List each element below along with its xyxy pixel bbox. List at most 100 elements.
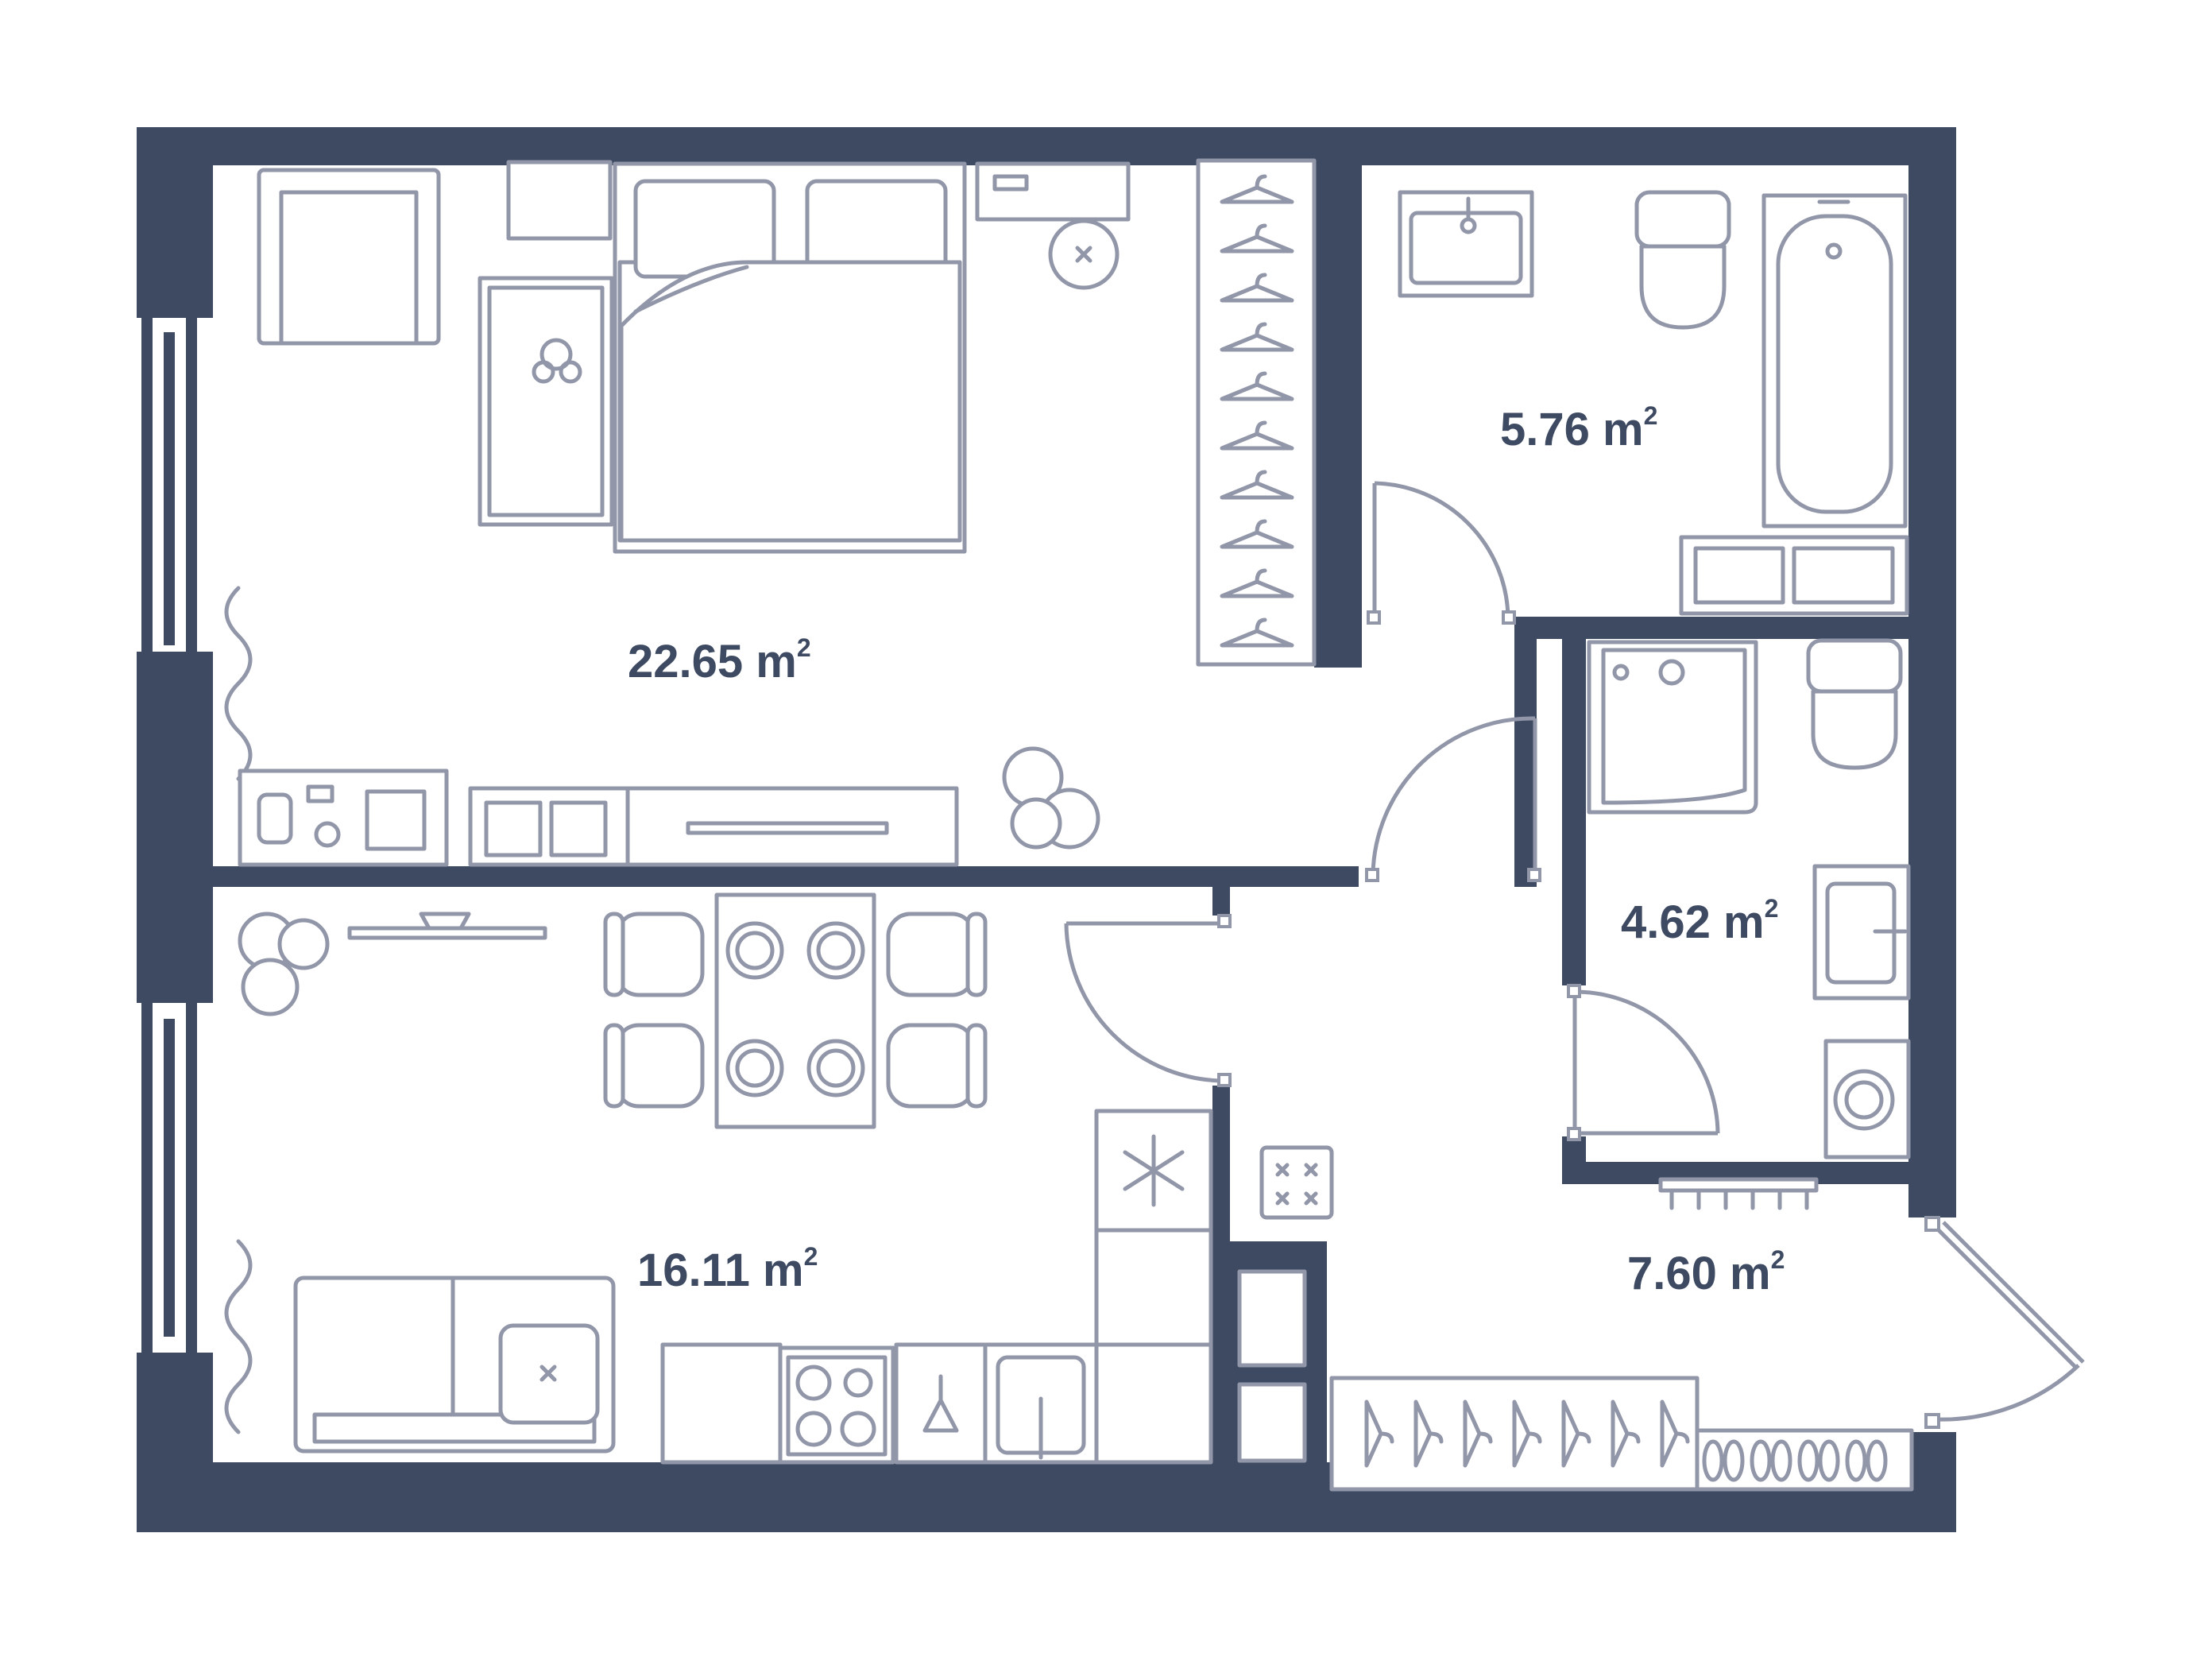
shoe-icon <box>1723 1439 1745 1482</box>
nightstand <box>506 160 613 241</box>
plant-icon-kitchen <box>238 912 330 1016</box>
bathroom-fixtures <box>1398 190 1909 616</box>
bath-cabinet <box>1679 535 1909 616</box>
toilet-bath <box>1634 190 1731 330</box>
stove <box>778 1345 895 1465</box>
wall-shower-left-upper <box>1514 617 1537 887</box>
plate-inner <box>816 931 856 970</box>
shoe-icon <box>1797 1439 1819 1482</box>
dishwasher <box>894 1342 988 1465</box>
shoe-icon <box>1818 1439 1840 1482</box>
dining-chair-4 <box>886 1023 988 1109</box>
hanger-icons <box>1220 174 1294 648</box>
snowflake-icon <box>1123 1134 1185 1207</box>
shoe-icon <box>1702 1439 1724 1482</box>
hanger-icon <box>1660 1399 1690 1468</box>
shower-room-fixtures <box>1587 638 1911 1159</box>
hanger-icon <box>1220 617 1294 648</box>
hanger-icon <box>1413 1399 1444 1468</box>
doors <box>1064 481 2085 1429</box>
area-label-bathroom: 5.76 m2 <box>1500 401 1657 455</box>
counter-left <box>660 1342 783 1465</box>
dining-chair-1 <box>603 912 705 997</box>
area-label-hallway: 7.60 m2 <box>1627 1245 1785 1299</box>
kitchen-living-furniture <box>224 892 1213 1465</box>
wall-kitchen-right <box>1212 1086 1230 1470</box>
dining-chair-2 <box>603 1023 705 1109</box>
sink-shower <box>1812 864 1911 1001</box>
shoe-icon <box>1770 1439 1792 1482</box>
hanger-icon <box>1220 223 1294 254</box>
dining-chair-3 <box>886 912 988 997</box>
hall-hanger-icons <box>1364 1399 1690 1468</box>
hanger-icon <box>1463 1399 1493 1468</box>
hanger-icon <box>1512 1399 1542 1468</box>
cabinet-upper <box>1094 1228 1213 1347</box>
hallway-furniture <box>1237 1145 1914 1492</box>
plate-inner <box>816 1048 856 1088</box>
area-label-shower-room: 4.62 m2 <box>1621 894 1778 948</box>
hanger-icon <box>1220 174 1294 204</box>
changing-table <box>238 768 449 867</box>
wall-bedroom-kitchen <box>207 866 1359 887</box>
double-bed <box>613 161 967 554</box>
hanger-icon <box>1611 1399 1641 1468</box>
window-upper <box>133 318 216 652</box>
window-lower <box>133 1003 216 1353</box>
armchair <box>257 168 441 346</box>
tv-icon <box>686 821 889 835</box>
hallway-cabinet <box>1237 1269 1307 1463</box>
plant-icon-bedroom <box>1002 746 1100 850</box>
bathtub <box>1761 193 1908 528</box>
plate-inner <box>735 931 775 970</box>
hanger-icon <box>1220 519 1294 549</box>
curtain-icon <box>224 586 253 781</box>
hanger-icon <box>1220 322 1294 352</box>
shoe-rack <box>1695 1428 1914 1492</box>
wall-kitchen-stub <box>1212 887 1230 916</box>
shoe-icons <box>1702 1439 1888 1482</box>
shoe-icon <box>1866 1439 1888 1482</box>
hanger-icon <box>1220 273 1294 303</box>
door-entry <box>1924 1216 2085 1429</box>
shower-cabin <box>1587 640 1758 815</box>
area-label-bedroom: 22.65 m2 <box>628 633 811 687</box>
fridge <box>1094 1109 1213 1233</box>
crib <box>478 276 614 527</box>
kitchen-sink <box>983 1342 1099 1465</box>
door-bedroom <box>1365 716 1541 882</box>
area-labels: 22.65 m2 5.76 m2 4.62 m2 16.11 m2 7.60 m… <box>628 401 1785 1299</box>
hanger-icon <box>1220 420 1294 451</box>
bedroom-furniture <box>224 158 1317 867</box>
hanger-icon <box>1220 470 1294 500</box>
area-label-kitchen-living: 16.11 m2 <box>637 1242 818 1296</box>
sofa <box>293 1276 616 1454</box>
teddy-bear-icon <box>539 338 573 371</box>
cabinet-corner <box>1094 1342 1213 1465</box>
hanger-icon <box>1220 371 1294 401</box>
desk <box>975 161 1131 290</box>
entry-opening <box>1908 1217 1958 1432</box>
outer-wall-top <box>137 127 1956 165</box>
hall-wardrobe <box>1329 1376 1700 1492</box>
shoe-icon <box>1750 1439 1772 1482</box>
sink <box>1398 190 1534 298</box>
tv-stand <box>468 786 959 867</box>
wall-shower-left <box>1562 617 1586 985</box>
wall-bedroom-bath <box>1314 159 1362 668</box>
hanger-icon <box>1364 1399 1394 1468</box>
walls <box>133 127 1958 1532</box>
door-bathroom <box>1367 481 1516 625</box>
door-shower-room <box>1567 984 1720 1141</box>
door-kitchen <box>1064 914 1232 1087</box>
washing-machine <box>1823 1039 1911 1159</box>
wall-tv <box>347 912 547 940</box>
wardrobe <box>1196 158 1317 667</box>
plate-inner <box>735 1048 775 1088</box>
curtain-icon-kitchen <box>224 1239 253 1434</box>
hob-icon <box>1259 1145 1334 1220</box>
plates <box>725 921 865 1097</box>
toilet-shower <box>1806 638 1903 770</box>
hanger-icon <box>1220 568 1294 598</box>
